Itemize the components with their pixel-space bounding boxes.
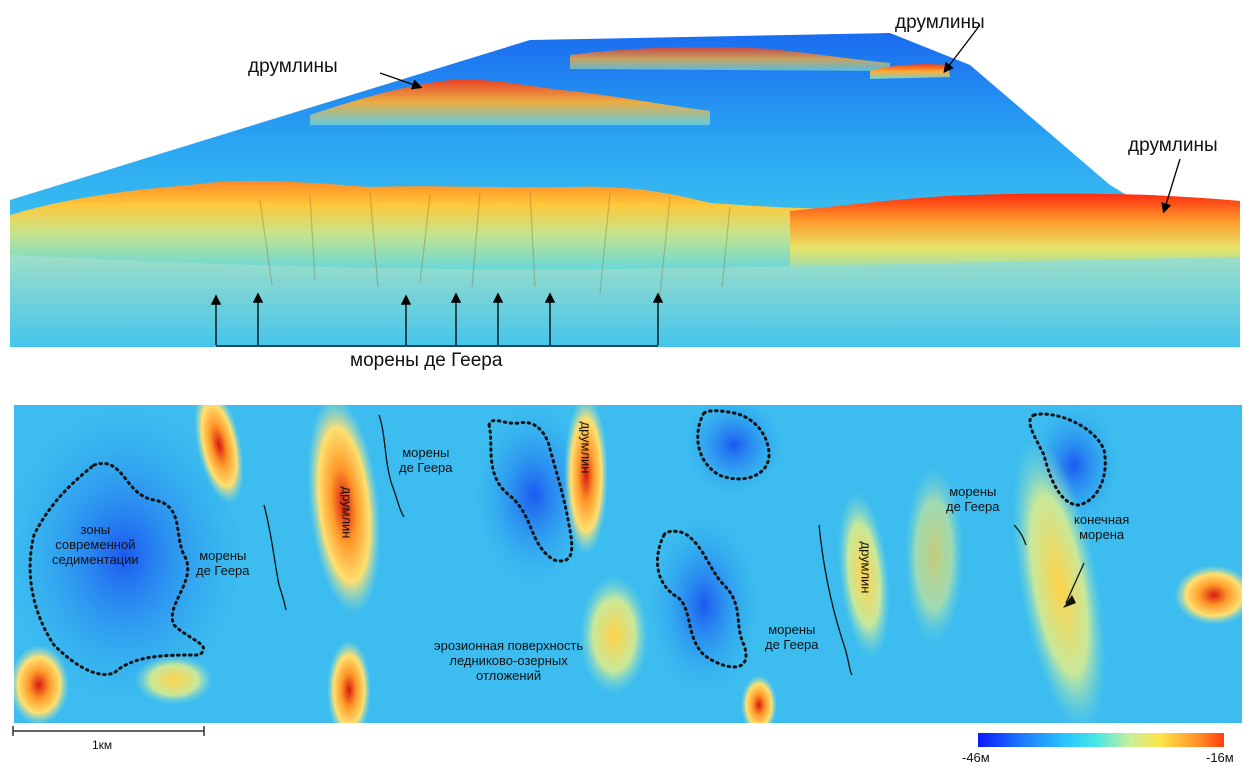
label-drumlins-left: друмлины (248, 56, 338, 77)
label-drumlin-1: друмлин (339, 486, 355, 539)
label-moraines-4: морены де Геера (946, 484, 1000, 514)
scale-bar-label: 1км (92, 738, 113, 752)
bathymetry-map-image (14, 405, 1242, 723)
label-drumlin-3: друмлин (858, 541, 874, 594)
label-end-moraine: конечная морена (1074, 512, 1130, 542)
scale-bar (12, 726, 205, 736)
label-moraines-2: морены де Геера (196, 548, 250, 578)
label-sedimentation-zones: зоны современной седиментации (52, 522, 139, 567)
label-drumlins-top-right: друмлины (895, 12, 985, 33)
color-bar-min-label: -46м (962, 750, 990, 765)
bathymetry-3d-view (10, 25, 1240, 347)
bathymetry-map-view (14, 405, 1242, 723)
label-drumlins-right: друмлины (1128, 135, 1218, 156)
color-bar (978, 733, 1224, 747)
color-bar-max-label: -16м (1206, 750, 1234, 765)
label-moraines-de-geer-top: морены де Геера (350, 350, 503, 371)
label-moraines-1: морены де Геера (399, 445, 453, 475)
label-erosion-surface: эрозионная поверхность ледниково-озерных… (434, 638, 584, 683)
label-moraines-3: морены де Геера (765, 622, 819, 652)
label-drumlin-2: друмлин (578, 421, 594, 474)
bathymetry-3d-image (10, 33, 1240, 347)
annotation-overlay (210, 25, 1181, 347)
